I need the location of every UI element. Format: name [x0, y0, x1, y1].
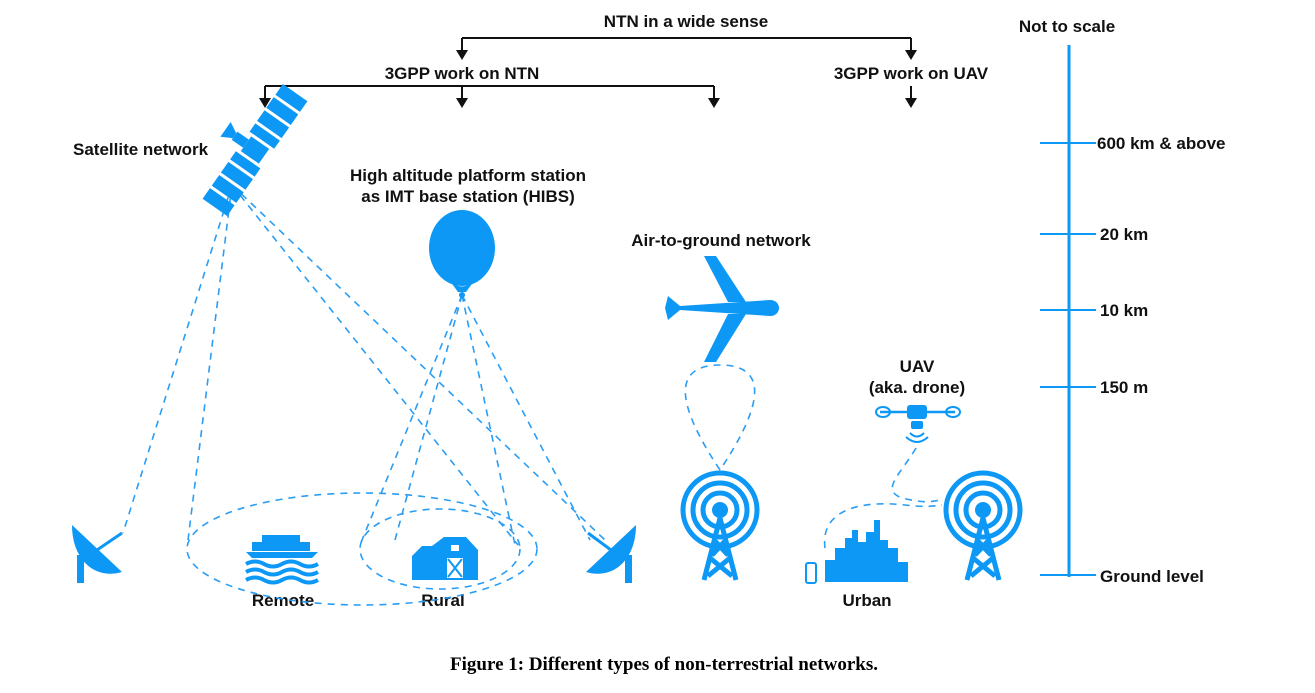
air-to-ground-label: Air-to-ground network: [631, 231, 811, 250]
balloon-icon: [429, 210, 495, 298]
urban-label: Urban: [842, 591, 891, 610]
satellite-icon: [202, 84, 308, 216]
altitude-label-20km: 20 km: [1100, 225, 1148, 244]
airplane-icon: [665, 256, 779, 362]
dish-antenna-icon: [72, 525, 123, 583]
uav-label-line2: (aka. drone): [869, 378, 965, 397]
cell-tower-icon: [680, 470, 760, 581]
scale-note: Not to scale: [1019, 17, 1115, 36]
rural-label: Rural: [421, 591, 464, 610]
altitude-label-ground: Ground level: [1100, 567, 1204, 586]
hibs-label-line1: High altitude platform station: [350, 166, 586, 185]
top-label: NTN in a wide sense: [604, 12, 768, 31]
altitude-label-150m: 150 m: [1100, 378, 1148, 397]
phone-icon: [805, 562, 817, 584]
uav-label-line1: UAV: [900, 357, 935, 376]
drone-icon: [875, 405, 961, 443]
ship-icon: [245, 535, 319, 585]
hierarchy-tree: [264, 37, 912, 104]
uav-group-label: 3GPP work on UAV: [834, 64, 989, 83]
ntn-group-label: 3GPP work on NTN: [385, 64, 540, 83]
remote-label: Remote: [252, 591, 314, 610]
altitude-label-600km: 600 km & above: [1097, 134, 1226, 153]
coverage-links: [122, 184, 943, 606]
altitude-label-10km: 10 km: [1100, 301, 1148, 320]
barn-icon: [412, 537, 478, 580]
altitude-scale: [1040, 45, 1096, 577]
hibs-label-line2: as IMT base station (HIBS): [361, 187, 574, 206]
tree-arrowheads: [259, 50, 917, 108]
figure-caption: Figure 1: Different types of non-terrest…: [450, 654, 878, 675]
dish-antenna-icon-2: [586, 525, 636, 583]
satellite-network-label: Satellite network: [73, 140, 209, 159]
cell-tower-icon-2: [943, 470, 1023, 581]
city-icon: [825, 520, 908, 582]
